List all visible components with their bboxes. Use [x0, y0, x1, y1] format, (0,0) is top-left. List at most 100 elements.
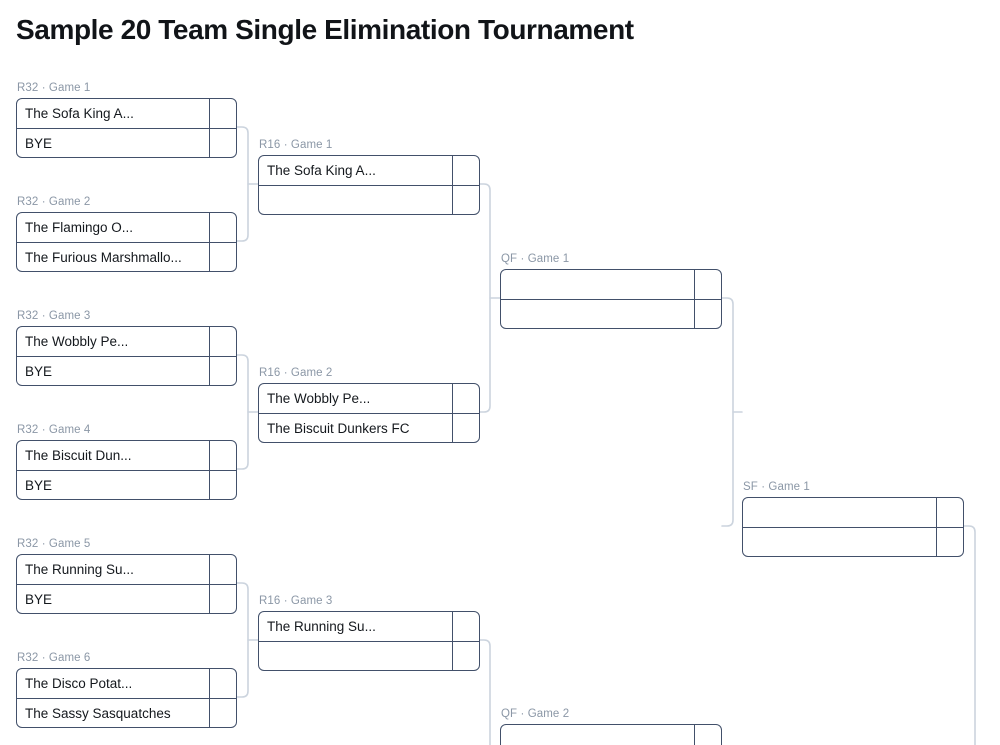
team-score[interactable] — [452, 186, 479, 214]
team-name[interactable]: The Sofa King A... — [267, 163, 376, 178]
match-label: R16 · Game 1 — [259, 139, 333, 151]
match-box[interactable]: The Disco Potat... The Sassy Sasquatches — [16, 668, 237, 728]
connector-line — [236, 354, 249, 470]
team-score[interactable] — [209, 441, 236, 470]
match-slot[interactable]: BYE — [17, 356, 236, 385]
team-score[interactable] — [694, 725, 721, 745]
team-name[interactable] — [501, 270, 694, 299]
match-slot[interactable]: BYE — [17, 470, 236, 499]
team-score[interactable] — [209, 699, 236, 727]
team-name[interactable]: The Biscuit Dun... — [25, 448, 132, 463]
match-slot[interactable] — [743, 527, 963, 556]
team-score[interactable] — [209, 471, 236, 499]
match-label: QF · Game 1 — [501, 253, 570, 265]
team-score[interactable] — [452, 384, 479, 413]
match-box[interactable]: The Running Su... — [258, 611, 480, 671]
match-slot[interactable] — [501, 270, 721, 299]
team-name[interactable] — [259, 642, 452, 670]
team-score[interactable] — [694, 270, 721, 299]
team-name[interactable]: The Running Su... — [267, 619, 376, 634]
match-slot[interactable]: BYE — [17, 128, 236, 157]
team-name[interactable]: The Wobbly Pe... — [25, 334, 129, 349]
match-box[interactable] — [500, 724, 722, 745]
match-slot[interactable]: The Disco Potat... — [17, 669, 236, 698]
match-slot[interactable]: The Biscuit Dunkers FC — [259, 413, 479, 442]
match-slot[interactable]: The Biscuit Dun... — [17, 441, 236, 470]
team-name[interactable]: The Wobbly Pe... — [267, 391, 371, 406]
match-slot[interactable] — [259, 185, 479, 214]
team-score[interactable] — [209, 213, 236, 242]
team-name[interactable]: The Sofa King A... — [25, 106, 134, 121]
team-score[interactable] — [452, 156, 479, 185]
team-name[interactable]: The Biscuit Dunkers FC — [267, 420, 410, 436]
match-slot[interactable] — [501, 299, 721, 328]
team-name[interactable] — [259, 186, 452, 214]
team-name[interactable]: BYE — [25, 363, 53, 379]
match-slot[interactable]: The Running Su... — [17, 555, 236, 584]
match-r16-game-1[interactable]: R16 · Game 1 The Sofa King A... — [258, 139, 480, 215]
match-slot[interactable] — [259, 641, 479, 670]
match-box[interactable]: The Biscuit Dun... BYE — [16, 440, 237, 500]
team-name[interactable] — [743, 498, 936, 527]
match-slot[interactable] — [501, 725, 721, 745]
team-name[interactable]: The Flamingo O... — [25, 220, 134, 235]
match-qf-game-2[interactable]: QF · Game 2 — [500, 708, 722, 745]
match-r32-game-1[interactable]: R32 · Game 1 The Sofa King A... BYE — [16, 82, 237, 158]
match-box[interactable]: The Wobbly Pe... The Biscuit Dunkers FC — [258, 383, 480, 443]
team-score[interactable] — [452, 414, 479, 442]
match-r16-game-2[interactable]: R16 · Game 2 The Wobbly Pe... The Biscuit … — [258, 367, 480, 443]
team-name[interactable]: BYE — [25, 477, 53, 493]
team-score[interactable] — [209, 669, 236, 698]
match-label: R32 · Game 1 — [17, 82, 91, 94]
match-slot[interactable]: The Furious Marshmallo... — [17, 242, 236, 271]
match-sf-game-1[interactable]: SF · Game 1 — [742, 481, 964, 557]
match-slot[interactable]: BYE — [17, 584, 236, 613]
connector-line — [479, 183, 491, 413]
team-name[interactable] — [743, 528, 936, 556]
team-name[interactable] — [501, 300, 694, 328]
match-slot[interactable] — [743, 498, 963, 527]
match-box[interactable]: The Running Su... BYE — [16, 554, 237, 614]
team-score[interactable] — [209, 327, 236, 356]
team-score[interactable] — [209, 357, 236, 385]
match-slot[interactable]: The Sassy Sasquatches — [17, 698, 236, 727]
match-label: R32 · Game 6 — [17, 652, 91, 664]
match-box[interactable]: The Sofa King A... BYE — [16, 98, 237, 158]
team-name[interactable] — [501, 725, 694, 745]
team-score[interactable] — [452, 642, 479, 670]
team-name[interactable]: The Running Su... — [25, 562, 134, 577]
match-label: R16 · Game 2 — [259, 367, 333, 379]
match-slot[interactable]: The Sofa King A... — [17, 99, 236, 128]
match-box[interactable]: The Wobbly Pe... BYE — [16, 326, 237, 386]
team-score[interactable] — [209, 243, 236, 271]
match-box[interactable] — [500, 269, 722, 329]
team-score[interactable] — [694, 300, 721, 328]
team-score[interactable] — [209, 555, 236, 584]
team-score[interactable] — [936, 528, 963, 556]
match-slot[interactable]: The Wobbly Pe... — [17, 327, 236, 356]
match-r32-game-6[interactable]: R32 · Game 6 The Disco Potat... The Sassy … — [16, 652, 237, 728]
team-name[interactable]: The Sassy Sasquatches — [25, 705, 171, 721]
match-qf-game-1[interactable]: QF · Game 1 — [500, 253, 722, 329]
match-slot[interactable]: The Wobbly Pe... — [259, 384, 479, 413]
team-name[interactable]: The Furious Marshmallo... — [25, 249, 182, 265]
team-score[interactable] — [209, 99, 236, 128]
match-slot[interactable]: The Flamingo O... — [17, 213, 236, 242]
team-score[interactable] — [209, 585, 236, 613]
team-name[interactable]: BYE — [25, 135, 53, 151]
match-slot[interactable]: The Sofa King A... — [259, 156, 479, 185]
team-score[interactable] — [936, 498, 963, 527]
team-name[interactable]: BYE — [25, 591, 53, 607]
team-score[interactable] — [209, 129, 236, 157]
team-score[interactable] — [452, 612, 479, 641]
team-name[interactable]: The Disco Potat... — [25, 676, 133, 691]
match-box[interactable]: The Sofa King A... — [258, 155, 480, 215]
match-slot[interactable]: The Running Su... — [259, 612, 479, 641]
match-box[interactable] — [742, 497, 964, 557]
match-box[interactable]: The Flamingo O... The Furious Marshmallo.… — [16, 212, 237, 272]
